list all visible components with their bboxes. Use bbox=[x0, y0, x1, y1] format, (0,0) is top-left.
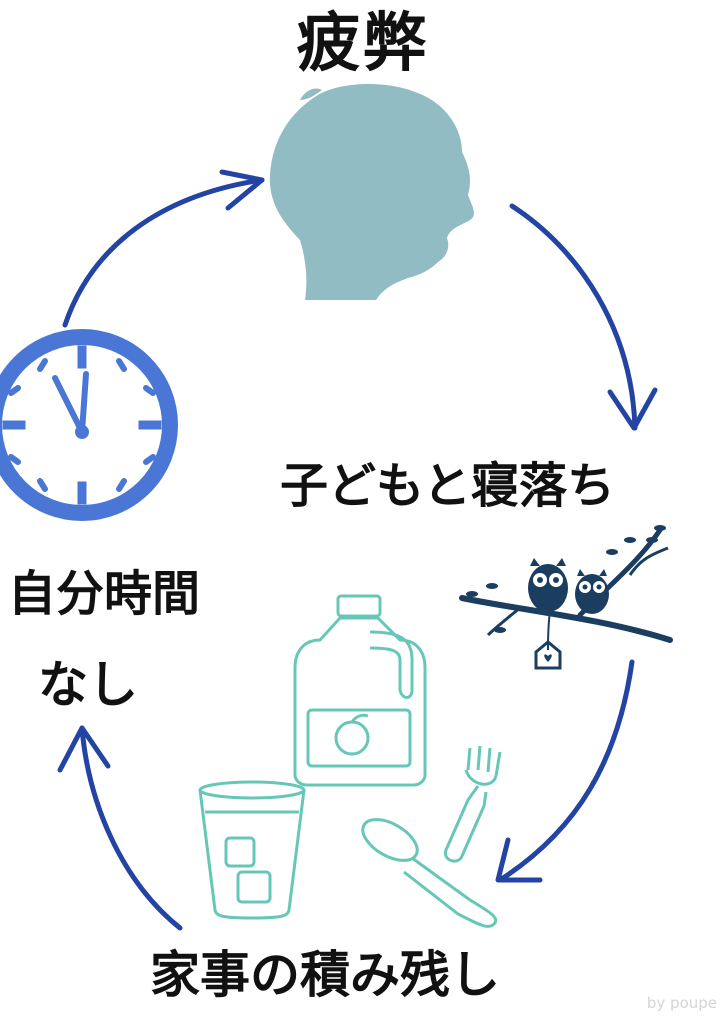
node-label-no-self-time-line2: なし bbox=[38, 656, 138, 714]
spoon-icon bbox=[361, 818, 498, 928]
glass-icon bbox=[198, 780, 306, 920]
node-label-no-self-time-line1: 自分時間 bbox=[8, 566, 201, 622]
arrow-chores-to-selftime bbox=[79, 725, 183, 931]
woman-silhouette-icon bbox=[269, 84, 474, 301]
fork-icon bbox=[443, 745, 502, 863]
owls-on-branch-icon bbox=[459, 525, 673, 670]
arrow-sleep-to-chores bbox=[497, 659, 635, 883]
clock-icon bbox=[0, 329, 178, 521]
node-label-sleep: 子どもと寝落ち bbox=[280, 458, 616, 514]
jug-icon bbox=[293, 594, 427, 787]
title-exhaustion: 疲弊 bbox=[296, 7, 429, 81]
arrow-head-to-sleep bbox=[509, 203, 638, 431]
arrow-selftime-to-head bbox=[62, 177, 265, 328]
node-label-chores: 家事の積み残し bbox=[150, 946, 500, 1004]
watermark: by poupe bbox=[646, 994, 717, 1012]
